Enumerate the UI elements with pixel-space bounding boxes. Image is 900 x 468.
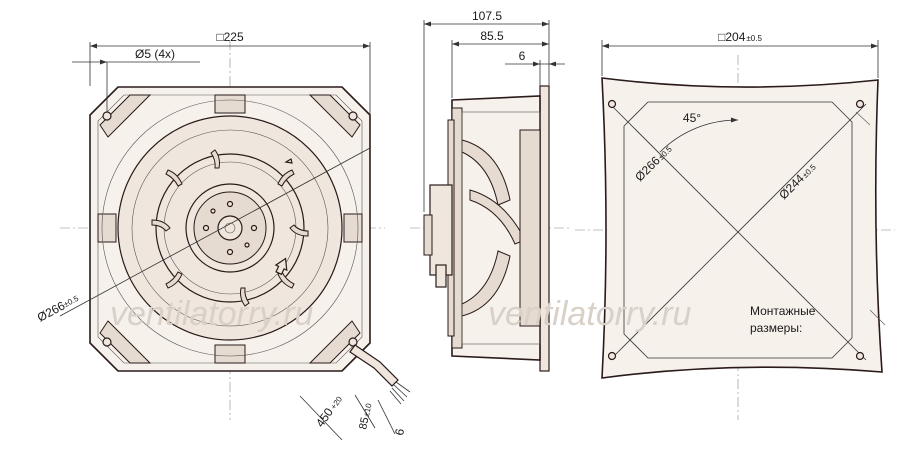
motor-shaft xyxy=(224,222,236,234)
hub-screw xyxy=(202,224,210,232)
side-blade xyxy=(461,139,511,206)
rib-bottom-left xyxy=(99,320,152,364)
body-depth-label: 85.5 xyxy=(480,29,504,43)
impeller-inner xyxy=(131,129,329,327)
strip-length-label: 85±10 xyxy=(357,402,374,431)
blade xyxy=(165,271,183,289)
strut-right xyxy=(343,213,363,243)
cable-dim-line xyxy=(299,395,343,441)
dim-arrow xyxy=(100,59,107,65)
diameter-leader-line xyxy=(59,147,371,317)
mount-hole-bottom-right xyxy=(348,337,358,347)
hub-screw xyxy=(226,200,234,208)
front-view: □225 Ø5 (4x) Ø266±0.5 450+20 85±10 6 xyxy=(35,30,411,441)
hub-screw xyxy=(226,248,234,256)
side-view: 107.5 85.5 6 xyxy=(410,9,570,372)
cable xyxy=(349,344,399,387)
mount-hole-icon xyxy=(607,99,617,109)
blade xyxy=(277,169,295,187)
rotation-arrow-icon xyxy=(274,257,288,276)
mount-hole-icon xyxy=(855,351,865,361)
cable-wires xyxy=(389,381,411,405)
side-blade xyxy=(461,250,511,317)
rib-bottom-right xyxy=(308,320,361,364)
strut-top xyxy=(214,94,246,114)
blade xyxy=(289,224,309,237)
mount-hole-icon xyxy=(855,99,865,109)
mount-square-label: □204±0.5 xyxy=(718,30,762,44)
mount-hole-leader xyxy=(869,309,886,326)
housing-inner-edge xyxy=(97,94,363,364)
blade xyxy=(165,169,183,187)
hub-screw xyxy=(244,242,250,248)
rotation-arrow-icon xyxy=(284,158,293,164)
angle-arc xyxy=(659,119,739,153)
motor-shaft-cap xyxy=(217,215,243,241)
strip-length-callout: 85±10 xyxy=(357,402,374,431)
side-motor-cap xyxy=(423,214,433,256)
strut-bottom xyxy=(214,344,246,364)
mount-hole-icon xyxy=(607,351,617,361)
mount-hole-bottom-left xyxy=(102,337,112,347)
side-inlet-ring xyxy=(519,129,541,327)
mount-caption-line2: размеры: xyxy=(750,321,802,335)
mount-hole-leader xyxy=(855,111,871,126)
hole-spec-label: Ø5 (4x) xyxy=(135,47,175,61)
total-depth-label: 107.5 xyxy=(472,9,502,23)
mount-hole-top-right xyxy=(348,111,358,121)
angle-arrow xyxy=(731,117,738,123)
front-square-size-label: □225 xyxy=(216,30,244,44)
hub-screw xyxy=(210,208,216,214)
blade xyxy=(210,149,220,169)
mounting-view: 45° □204±0.5 Ø266±0.5 Ø244±0.5 Монтажные… xyxy=(575,30,895,420)
mount-hole-top-left xyxy=(102,111,112,121)
watermark-right: ventilatorry.ru xyxy=(488,295,692,333)
strut-left xyxy=(97,213,117,243)
side-cable-gland xyxy=(435,264,447,288)
mounting-cutout xyxy=(623,101,853,359)
mount-caption-line1: Монтажные xyxy=(750,304,816,318)
cable-length-callout: 450+20 xyxy=(313,392,345,430)
cable-length-label: 450+20 xyxy=(313,392,345,430)
side-motor xyxy=(429,184,453,276)
rib-top-right xyxy=(308,94,361,138)
hub-screw xyxy=(250,224,258,232)
watermark-left: ventilatorry.ru xyxy=(110,295,314,333)
rib-top-left xyxy=(99,94,152,138)
impeller-blades xyxy=(151,149,309,307)
housing-ring xyxy=(101,99,359,357)
cable-dim-line xyxy=(354,394,376,429)
cable-dim-line xyxy=(377,399,396,435)
mount-diagonal xyxy=(609,103,867,361)
dim-arrows xyxy=(533,61,556,67)
flange-thickness-label: 6 xyxy=(519,49,526,63)
side-blade xyxy=(469,189,526,245)
blade xyxy=(151,219,171,232)
wire-end-label: 6 xyxy=(392,427,407,436)
blade xyxy=(240,287,250,307)
angle-label: 45° xyxy=(683,111,701,125)
